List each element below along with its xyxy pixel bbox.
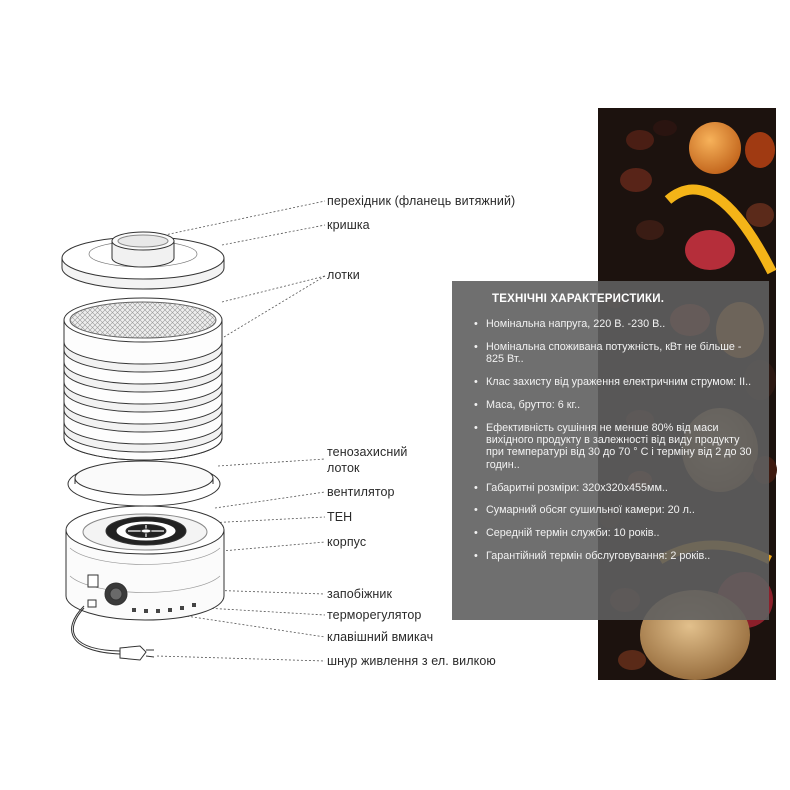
- heat-protective-tray: [67, 460, 221, 507]
- leader-fuse: [204, 589, 326, 595]
- leader-trays-2: [223, 275, 326, 338]
- leader-body: [221, 541, 326, 552]
- leader-cord: [156, 655, 326, 662]
- specs-title: ТЕХНІЧНІ ХАРАКТЕРИСТИКИ.: [492, 293, 665, 305]
- leader-trays-1: [221, 275, 326, 303]
- spec-item: Гарантійний термін обслуговування: 2 рок…: [474, 550, 753, 563]
- leader-lid: [221, 224, 326, 246]
- label-cord: шнур живлення з ел. вилкою: [327, 654, 496, 668]
- leader-heater: [187, 516, 326, 525]
- label-heat-tray-line2: лоток: [327, 461, 360, 475]
- power-cord: [71, 605, 155, 661]
- label-adapter: перехідник (фланець витяжний): [327, 194, 516, 208]
- leader-heat-tray: [217, 458, 326, 467]
- label-fuse: запобіжник: [327, 587, 393, 601]
- label-heat-tray-line1: тенозахисний: [327, 445, 408, 459]
- spec-item: Середній термін служби: 10 років..: [474, 527, 753, 540]
- base-body: [65, 505, 225, 621]
- leader-fan: [214, 491, 326, 509]
- specs-list: Номінальна напруга, 220 В. -230 В.. Номі…: [474, 318, 753, 563]
- spec-item: Сумарний обсяг сушильної камери: 20 л..: [474, 504, 753, 517]
- specs-panel: ТЕХНІЧНІ ХАРАКТЕРИСТИКИ. Номінальна напр…: [452, 281, 769, 620]
- trays: [63, 297, 223, 461]
- spec-item: Номінальна споживана потужність, кВт не …: [474, 341, 753, 366]
- spec-item: Номінальна напруга, 220 В. -230 В..: [474, 318, 753, 331]
- base-vents: [132, 603, 196, 613]
- label-trays: лотки: [327, 268, 360, 282]
- label-switch: клавішний вмикач: [327, 630, 434, 644]
- label-body: корпус: [327, 535, 367, 549]
- spec-item: Клас захисту від ураження електричним ст…: [474, 376, 753, 389]
- spec-item: Ефективність сушіння не менше 80% від ма…: [474, 422, 753, 472]
- label-thermostat: терморегулятор: [327, 608, 422, 622]
- leader-adapter: [159, 200, 326, 237]
- label-lid: кришка: [327, 218, 370, 232]
- leader-lines: [99, 200, 326, 662]
- label-fan: вентилятор: [327, 485, 395, 499]
- lid: [61, 231, 225, 290]
- spec-item: Габаритні розміри: 320х320х455мм..: [474, 482, 753, 495]
- label-heater: ТЕН: [327, 510, 353, 524]
- spec-item: Маса, брутто: 6 кг..: [474, 399, 753, 412]
